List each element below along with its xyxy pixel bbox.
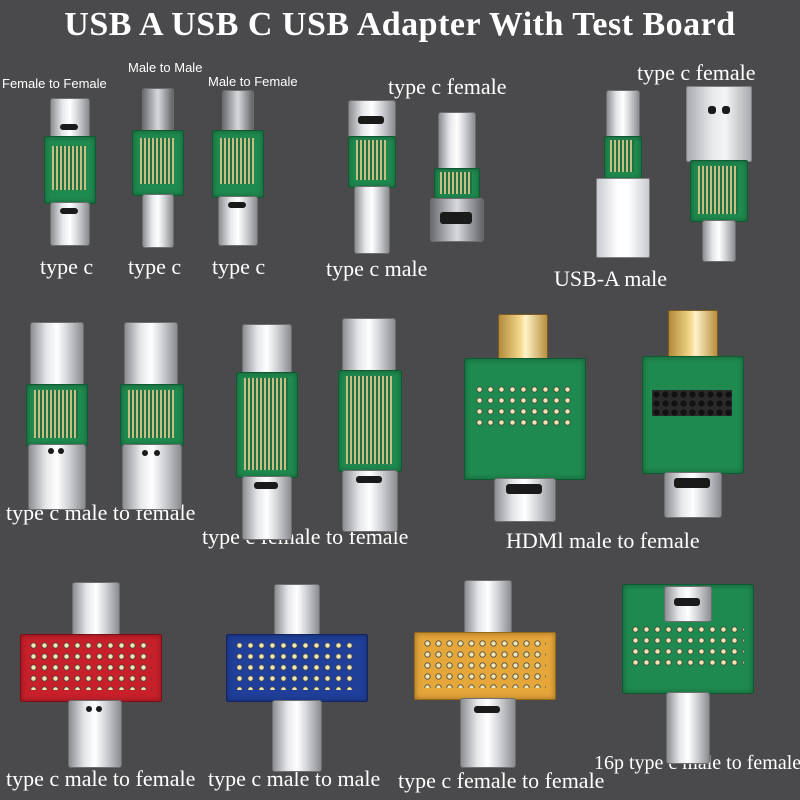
page-title: USB A USB C USB Adapter With Test Board [64, 6, 736, 43]
label-type-c-3: type c [212, 254, 266, 279]
label-female-to-female: Female to Female [2, 76, 107, 91]
label-r3-female-to-female: type c female to female [398, 768, 605, 793]
label-usb-a-male: USB-A male [554, 266, 668, 291]
label-r2-hdmi: HDMl male to female [506, 528, 700, 553]
label-type-c-2: type c [128, 254, 182, 279]
label-male-to-female: Male to Female [208, 74, 298, 89]
label-type-c-male-a: type c male [326, 256, 428, 281]
label-r3-male-to-female: type c male to female [6, 766, 196, 791]
label-type-c-female-b: type c female [637, 60, 756, 85]
label-male-to-male: Male to Male [128, 60, 203, 75]
label-type-c-female-a: type c female [388, 74, 507, 99]
label-type-c-1: type c [40, 254, 94, 279]
